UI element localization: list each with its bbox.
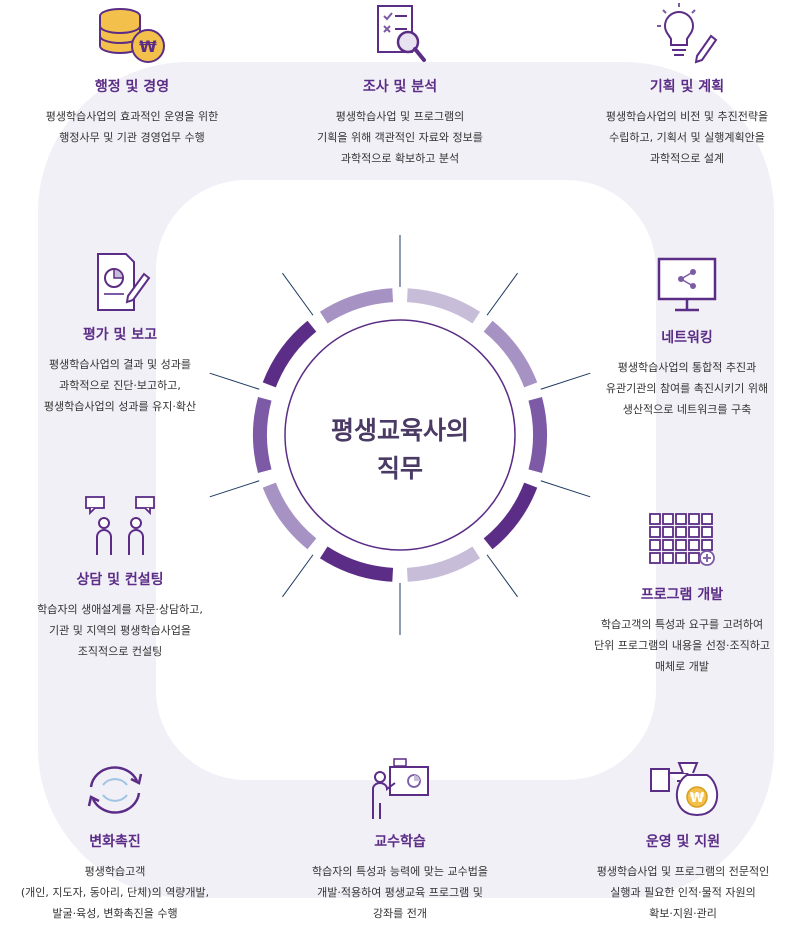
card-description: 학습고객의 특성과 요구를 고려하여 단위 프로그램의 내용을 선정·조직하고 … xyxy=(567,614,797,677)
card-line: (개인, 지도자, 동아리, 단체)의 역량개발, xyxy=(20,886,210,899)
spoke-line xyxy=(540,480,591,498)
hand-moneybag-icon: ₩ xyxy=(650,762,719,817)
card-line: 평생학습사업 및 프로그램의 xyxy=(335,110,465,123)
card-administration: ₩ 행정 및 경영 평생학습사업의 효과적인 운영을 위한 행정사무 및 기관 … xyxy=(17,2,247,148)
report-chart-pencil-icon xyxy=(97,253,151,311)
card-title: 변화촉진 xyxy=(89,834,141,850)
card-line: 개발·적용하여 평생교육 프로그램 및 xyxy=(317,886,483,899)
spoke-line xyxy=(486,554,518,598)
people-speech-icon xyxy=(85,496,155,555)
spoke-line xyxy=(282,272,314,316)
spoke-line xyxy=(540,372,591,390)
card-evaluation: 평가 및 보고 평생학습사업의 결과 및 성과를 과학적으로 진단·보고하고, … xyxy=(5,250,235,417)
card-teaching-learning: 교수학습 학습자의 특성과 능력에 맞는 교수법을 개발·적용하여 평생교육 프… xyxy=(285,757,515,924)
card-line: 평생학습사업의 결과 및 성과를 xyxy=(48,358,192,371)
card-line: 매체로 개발 xyxy=(654,660,710,673)
arc-segment xyxy=(483,320,538,388)
card-description: 평생학습사업 및 프로그램의 기획을 위해 객관적인 자료와 정보를 과학적으로… xyxy=(285,106,515,169)
arc-segment xyxy=(253,396,272,474)
card-line: 과학적으로 확보하고 분석 xyxy=(340,152,460,165)
card-line: 평생학습고객 xyxy=(84,865,146,878)
lightbulb-pencil-icon xyxy=(657,3,718,64)
card-planning: 기획 및 계획 평생학습사업의 비전 및 추진전략을 수립하고, 기획서 및 실… xyxy=(572,2,800,169)
card-title: 네트워킹 xyxy=(661,330,713,346)
coins-won-icon: ₩ xyxy=(99,8,165,63)
grid-plus-icon xyxy=(649,513,715,566)
monitor-share-icon xyxy=(657,257,717,312)
card-networking: 네트워킹 평생학습사업의 통합적 추진과 유관기관의 참여를 촉진시키기 위해 … xyxy=(572,253,800,420)
card-title: 기획 및 계획 xyxy=(649,79,725,95)
card-title: 교수학습 xyxy=(374,834,426,850)
center-title-line1: 평생교육사의 xyxy=(330,416,469,445)
card-description: 학습자의 생애설계를 자문·상담하고, 기관 및 지역의 평생학습사업을 조직적… xyxy=(5,599,235,662)
card-title: 상담 및 컨설팅 xyxy=(76,572,164,588)
card-line: 학습고객의 특성과 요구를 고려하여 xyxy=(600,618,764,631)
card-line: 실행과 필요한 인적·물적 자원의 xyxy=(610,886,756,899)
arc-segment xyxy=(262,482,317,550)
card-line: 과학적으로 설계 xyxy=(649,152,725,165)
card-line: 기획을 위해 객관적인 자료와 정보를 xyxy=(317,131,483,144)
center-circle xyxy=(284,319,516,551)
center-title: 평생교육사의 직무 xyxy=(300,412,500,488)
card-description: 평생학습사업의 통합적 추진과 유관기관의 참여를 촉진시키기 위해 생산적으로… xyxy=(572,357,800,420)
card-line: 조직적으로 컨설팅 xyxy=(77,645,163,658)
arc-segments xyxy=(253,288,547,582)
svg-text:₩: ₩ xyxy=(139,37,157,56)
card-title: 행정 및 경영 xyxy=(94,79,170,95)
card-line: 유관기관의 참여를 촉진시키기 위해 xyxy=(605,382,769,395)
arc-segment xyxy=(262,320,317,388)
card-description: 평생학습사업의 효과적인 운영을 위한 행정사무 및 기관 경영업무 수행 xyxy=(17,106,247,148)
spokes xyxy=(209,235,591,635)
cycle-arrows-icon xyxy=(87,766,143,814)
card-line: 단위 프로그램의 내용을 선정·조직하고 xyxy=(594,639,770,652)
card-description: 평생학습사업 및 프로그램의 전문적인 실행과 필요한 인적·물적 자원의 확보… xyxy=(568,861,798,924)
arc-segment xyxy=(528,396,547,474)
center-title-line2: 직무 xyxy=(376,454,423,483)
teacher-board-icon xyxy=(372,758,429,819)
arc-segment xyxy=(406,288,481,324)
card-operation-support: ₩ 운영 및 지원 평생학습사업 및 프로그램의 전문적인 실행과 필요한 인적… xyxy=(568,757,798,924)
arc-segment xyxy=(319,546,394,582)
document-magnifier-icon xyxy=(377,5,426,62)
spoke-line xyxy=(209,372,260,390)
card-title: 평가 및 보고 xyxy=(82,327,158,343)
card-line: 생산적으로 네트워크를 구축 xyxy=(622,403,752,416)
card-line: 행정사무 및 기관 경영업무 수행 xyxy=(59,131,205,144)
card-line: 수립하고, 기획서 및 실행계획안을 xyxy=(609,131,765,144)
spoke-line xyxy=(486,272,518,316)
card-line: 평생학습사업의 성과를 유지·확산 xyxy=(43,400,197,413)
arc-segment xyxy=(483,482,538,550)
card-counseling: 상담 및 컨설팅 학습자의 생애설계를 자문·상담하고, 기관 및 지역의 평생… xyxy=(5,495,235,662)
card-change-facilitation: 변화촉진 평생학습고객 (개인, 지도자, 동아리, 단체)의 역량개발, 발굴… xyxy=(0,757,230,924)
arc-segment xyxy=(406,546,481,582)
card-description: 평생학습사업의 결과 및 성과를 과학적으로 진단·보고하고, 평생학습사업의 … xyxy=(5,354,235,417)
card-title: 운영 및 지원 xyxy=(645,834,721,850)
card-line: 평생학습사업의 효과적인 운영을 위한 xyxy=(45,110,219,123)
card-line: 학습자의 생애설계를 자문·상담하고, xyxy=(37,603,203,616)
card-title: 프로그램 개발 xyxy=(640,587,724,603)
card-program-development: 프로그램 개발 학습고객의 특성과 요구를 고려하여 단위 프로그램의 내용을 … xyxy=(567,510,797,677)
arc-segment xyxy=(319,288,394,324)
card-line: 과학적으로 진단·보고하고, xyxy=(59,379,181,392)
svg-text:₩: ₩ xyxy=(690,791,705,806)
card-line: 학습자의 특성과 능력에 맞는 교수법을 xyxy=(312,865,488,878)
card-title: 조사 및 분석 xyxy=(362,79,438,95)
card-line: 평생학습사업의 통합적 추진과 xyxy=(617,361,757,374)
card-description: 학습자의 특성과 능력에 맞는 교수법을 개발·적용하여 평생교육 프로그램 및… xyxy=(285,861,515,924)
card-line: 기관 및 지역의 평생학습사업을 xyxy=(48,624,192,637)
card-line: 확보·지원·관리 xyxy=(649,907,717,920)
spoke-line xyxy=(209,480,260,498)
card-line: 평생학습사업 및 프로그램의 전문적인 xyxy=(596,865,770,878)
card-line: 발굴·육성, 변화촉진을 수행 xyxy=(52,907,178,920)
card-research: 조사 및 분석 평생학습사업 및 프로그램의 기획을 위해 객관적인 자료와 정… xyxy=(285,2,515,169)
card-description: 평생학습고객 (개인, 지도자, 동아리, 단체)의 역량개발, 발굴·육성, … xyxy=(0,861,230,924)
card-line: 강좌를 전개 xyxy=(372,907,428,920)
spoke-line xyxy=(282,554,314,598)
card-description: 평생학습사업의 비전 및 추진전략을 수립하고, 기획서 및 실행계획안을 과학… xyxy=(572,106,800,169)
card-line: 평생학습사업의 비전 및 추진전략을 xyxy=(605,110,769,123)
